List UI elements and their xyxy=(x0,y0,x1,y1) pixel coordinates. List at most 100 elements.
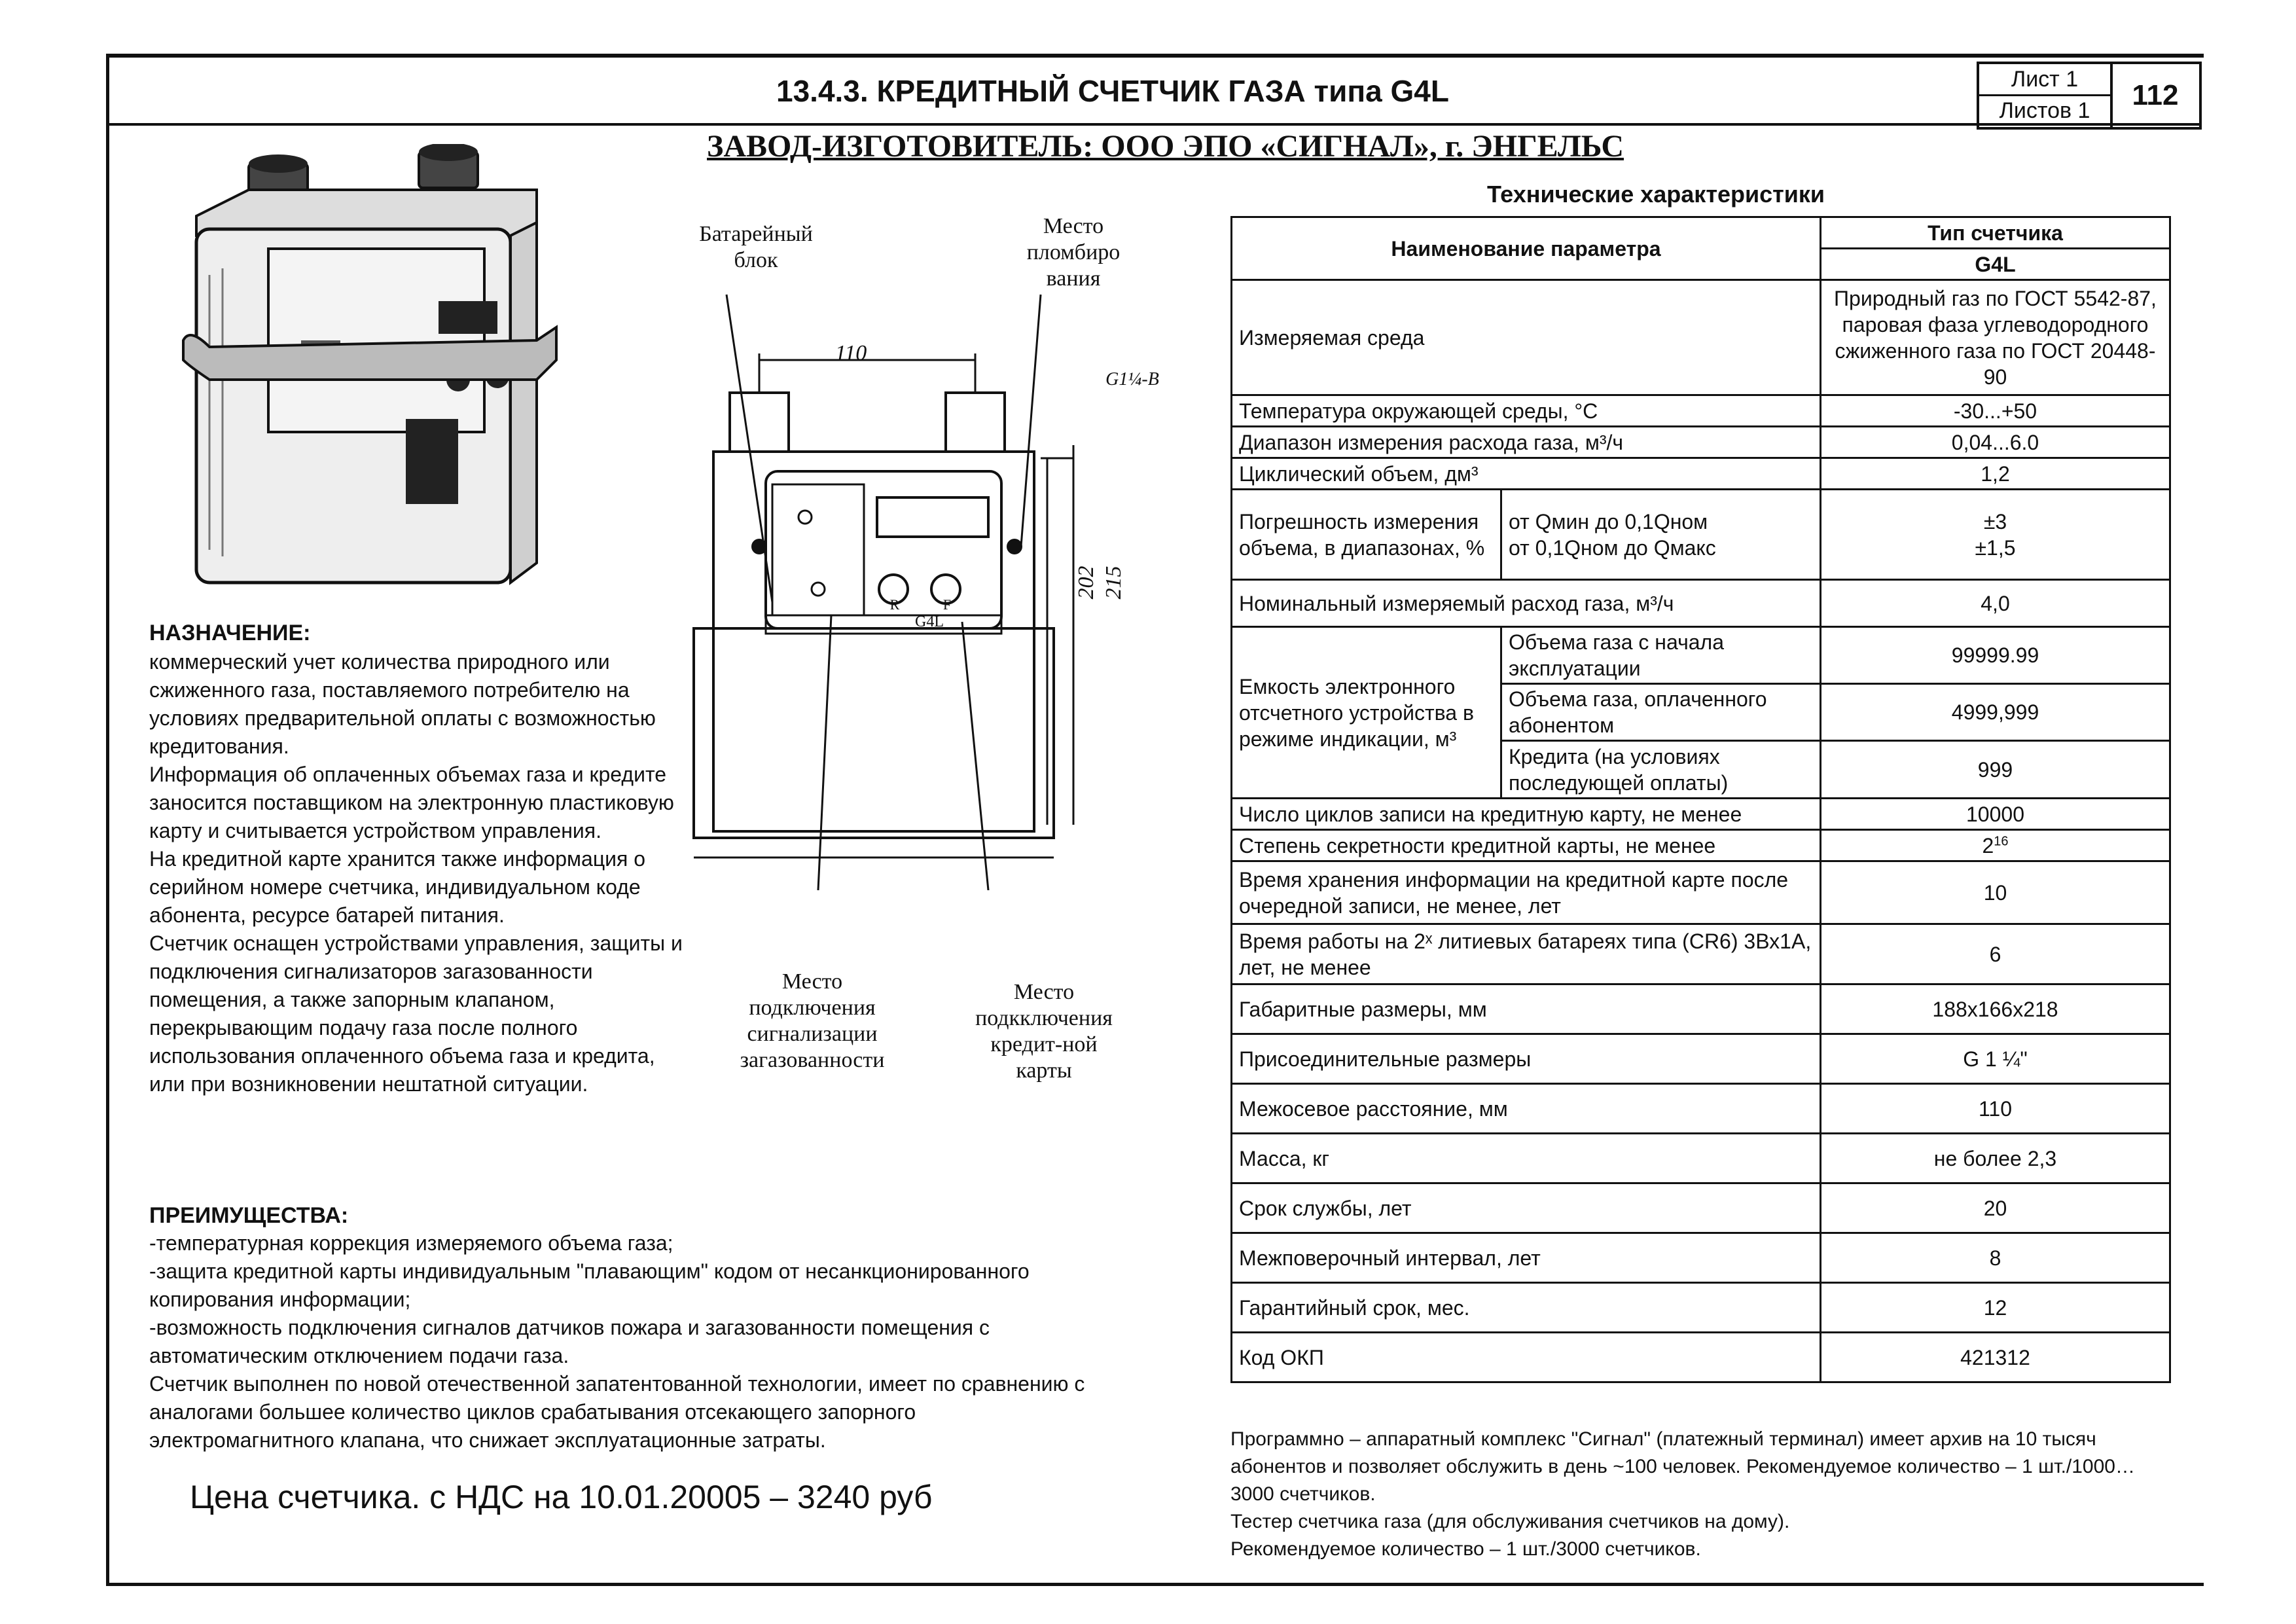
param-name: Емкость электронного отсчетного устройст… xyxy=(1230,626,1502,799)
param-name: Время работы на 2ˣ литиевых батареях тип… xyxy=(1230,923,1821,985)
table-row: Код ОКП 421312 xyxy=(1230,1331,2171,1383)
param-value: -30...+50 xyxy=(1820,394,2171,427)
param-value: не более 2,3 xyxy=(1820,1132,2171,1184)
param-value: 188х166х218 xyxy=(1820,983,2171,1035)
param-value: 99999.99 xyxy=(1820,626,2171,685)
table-header-row: G4L xyxy=(1232,247,2171,281)
table-row: Степень секретности кредитной карты, не … xyxy=(1230,829,2171,862)
purpose-heading: НАЗНАЧЕНИЕ: xyxy=(149,621,311,645)
label-battery-block: Батарейный блок xyxy=(699,222,813,272)
param-subname: Объема газа, оплаченного абонентом xyxy=(1500,683,1821,742)
param-name: Число циклов записи на кредитную карту, … xyxy=(1230,797,1821,831)
page-title: 13.4.3. КРЕДИТНЫЙ СЧЕТЧИК ГАЗА типа G4L xyxy=(776,74,1449,108)
button-f: F xyxy=(942,596,952,613)
table-row: Срок службы, лет 20 xyxy=(1230,1182,2171,1234)
table-row: Емкость электронного отсчетного устройст… xyxy=(1230,626,2171,799)
note-paragraph: Тестер счетчика газа (для обслуживания с… xyxy=(1230,1511,1790,1532)
param-value: G 1 ¼" xyxy=(1820,1033,2171,1085)
purpose-paragraph: Информация об оплаченных объемах газа и … xyxy=(149,763,674,842)
param-name: Присоединительные размеры xyxy=(1230,1033,1821,1085)
table-row: Гарантийный срок, мес. 12 xyxy=(1230,1282,2171,1333)
dim-height-2: 215 xyxy=(1102,566,1126,600)
param-values: ±3±1,5 xyxy=(1820,488,2171,581)
param-name: Время хранения информации на кредитной к… xyxy=(1230,860,1821,925)
manufacturer-heading: ЗАВОД-ИЗГОТОВИТЕЛЬ: ООО ЭПО «СИГНАЛ», г.… xyxy=(707,129,1624,164)
sheets-label: Листов 1 xyxy=(1999,98,2090,123)
table-row: Погрешность измерения объема, в диапазон… xyxy=(1230,488,2171,581)
param-subname: от 0,1Qном до Qмакс xyxy=(1509,535,1716,560)
meter-photo xyxy=(182,144,558,585)
param-subname: Объема газа с начала эксплуатации xyxy=(1500,626,1821,685)
param-value: 1,2 xyxy=(1820,457,2171,490)
table-row: Время работы на 2ˣ литиевых батареях тип… xyxy=(1230,923,2171,985)
col-type-header: Тип счетчика xyxy=(1820,216,2171,249)
notes-block: Программно – аппаратный комплекс "Сигнал… xyxy=(1230,1426,2173,1563)
specs-table: Наименование параметра Тип счетчика G4L … xyxy=(1230,216,2171,1383)
label-seal-place: Место пломбиро вания xyxy=(1026,214,1121,291)
page-frame xyxy=(106,54,2204,1586)
param-name: Диапазон измерения расхода газа, м³/ч xyxy=(1230,425,1821,459)
param-value: 20 xyxy=(1820,1182,2171,1234)
table-row: Межосевое расстояние, мм 110 xyxy=(1230,1083,2171,1134)
param-value: ±1,5 xyxy=(1975,535,2016,560)
advantage-item: -защита кредитной карты индивидуальным "… xyxy=(149,1259,1030,1311)
dim-width: 110 xyxy=(834,341,867,365)
param-value: 110 xyxy=(1820,1083,2171,1134)
panel-model: G4L xyxy=(915,613,944,630)
param-name: Код ОКП xyxy=(1230,1331,1821,1383)
param-name: Срок службы, лет xyxy=(1230,1182,1821,1234)
param-name: Измеряемая среда xyxy=(1230,279,1821,396)
table-row: Температура окружающей среды, °С -30...+… xyxy=(1230,394,2171,427)
param-value: 4999,999 xyxy=(1820,683,2171,742)
label-card-connection: Место подкключения кредит-ной карты xyxy=(975,980,1113,1083)
table-row: Циклический объем, дм³ 1,2 xyxy=(1230,457,2171,490)
table-row: Объема газа, оплаченного абонентом 4999,… xyxy=(1232,683,2171,742)
param-name: Габаритные размеры, мм xyxy=(1230,983,1821,1035)
label-alarm-connection: Место подключения сигнализации загазован… xyxy=(740,969,885,1072)
purpose-paragraph: коммерческий учет количества природного … xyxy=(149,650,656,758)
param-value: 421312 xyxy=(1820,1331,2171,1383)
dim-height-1: 202 xyxy=(1074,566,1098,600)
purpose-paragraph: На кредитной карте хранится также информ… xyxy=(149,847,646,927)
param-subname: Кредита (на условиях последующей оплаты) xyxy=(1500,740,1821,799)
param-value: 0,04...6.0 xyxy=(1820,425,2171,459)
meter-drawing xyxy=(692,294,1075,890)
table-row: Межповерочный интервал, лет 8 xyxy=(1230,1232,2171,1284)
advantage-item: Счетчик выполнен по новой отечественной … xyxy=(149,1372,1085,1452)
secrecy-exponent: 16 xyxy=(1994,833,2009,848)
table-row: Измеряемая среда Природный газ по ГОСТ 5… xyxy=(1230,279,2171,396)
advantage-item: -температурная коррекция измеряемого объ… xyxy=(149,1231,673,1255)
param-value: 216 xyxy=(1820,829,2171,862)
param-name: Циклический объем, дм³ xyxy=(1230,457,1821,490)
param-value: 8 xyxy=(1820,1232,2171,1284)
price-line: Цена счетчика. с НДС на 10.01.20005 – 32… xyxy=(190,1479,933,1515)
param-name: Гарантийный срок, мес. xyxy=(1230,1282,1821,1333)
sheet-box: Лист 1 Листов 1 xyxy=(1977,62,2113,130)
param-value: 10 xyxy=(1820,860,2171,925)
param-name: Межповерочный интервал, лет xyxy=(1230,1232,1821,1284)
sheet-label: Лист 1 xyxy=(1979,64,2110,96)
param-name: Номинальный измеряемый расход газа, м³/ч xyxy=(1230,579,1821,628)
table-row: Масса, кг не более 2,3 xyxy=(1230,1132,2171,1184)
table-row: Присоединительные размеры G 1 ¼" xyxy=(1230,1033,2171,1085)
table-header-row: Наименование параметра Тип счетчика xyxy=(1230,216,2171,281)
note-paragraph: Программно – аппаратный комплекс "Сигнал… xyxy=(1230,1428,2135,1505)
note-paragraph: Рекомендуемое количество – 1 шт./3000 сч… xyxy=(1230,1538,1701,1560)
param-value: ±3 xyxy=(1983,509,2007,533)
param-name: Погрешность измерения объема, в диапазон… xyxy=(1230,488,1502,581)
advantage-item: -возможность подключения сигналов датчик… xyxy=(149,1316,990,1367)
table-row: Число циклов записи на кредитную карту, … xyxy=(1230,797,2171,831)
param-name: Температура окружающей среды, °С xyxy=(1230,394,1821,427)
button-r: R xyxy=(889,596,900,613)
specs-title: Технические характеристики xyxy=(1486,181,1825,208)
page-number: 112 xyxy=(2111,62,2202,130)
purpose-text: коммерческий учет количества природного … xyxy=(149,648,686,1098)
advantages-text: -температурная коррекция измеряемого объ… xyxy=(149,1229,1098,1454)
header-divider xyxy=(106,123,2200,126)
param-subname: от Qмин до 0,1Qном xyxy=(1509,509,1708,533)
table-row: Время хранения информации на кредитной к… xyxy=(1230,860,2171,925)
table-row: Кредита (на условиях последующей оплаты)… xyxy=(1232,740,2171,799)
dim-thread: G1¼-B xyxy=(1105,369,1159,389)
advantages-heading: ПРЕИМУЩЕСТВА: xyxy=(149,1203,349,1228)
